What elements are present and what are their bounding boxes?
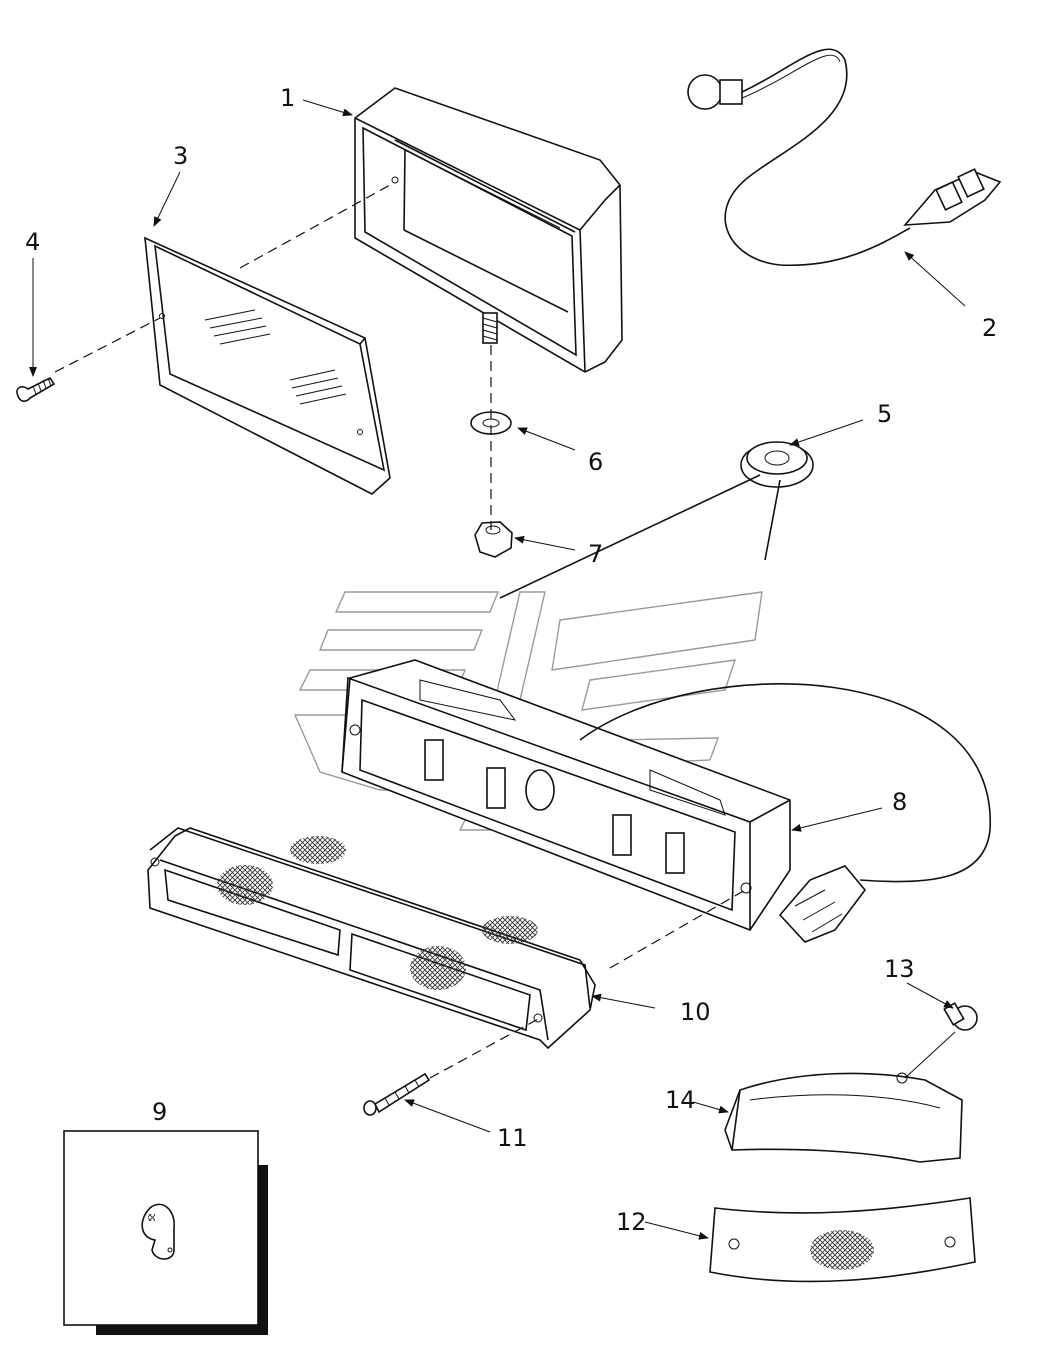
leader-arrows xyxy=(29,99,966,1240)
part-4-screw xyxy=(16,376,56,402)
part-5-grommet xyxy=(740,441,814,488)
callout-4: 4 xyxy=(25,228,40,256)
part-9-bulb-inset xyxy=(63,1130,268,1335)
callout-13: 13 xyxy=(884,955,915,983)
part-13-bulb xyxy=(943,1002,978,1031)
callout-9: 9 xyxy=(152,1098,167,1126)
part-12-marker-lens xyxy=(709,1197,976,1283)
part-1-lamp-housing xyxy=(354,87,623,373)
part-2-bulb-harness xyxy=(687,48,1002,267)
rear-lamp-connector xyxy=(778,865,867,943)
callout-14: 14 xyxy=(665,1086,696,1114)
part-14-marker-lamp xyxy=(724,1072,963,1163)
callout-7: 7 xyxy=(588,540,603,568)
harness-connector xyxy=(903,168,1002,226)
callout-10: 10 xyxy=(680,998,711,1026)
part-7-nut xyxy=(474,521,513,558)
part-10-rear-lens xyxy=(147,827,596,1050)
callout-8: 8 xyxy=(892,788,907,816)
callouts: 1 2 3 4 5 6 7 8 9 10 11 12 13 14 xyxy=(25,84,997,1236)
assembly-lines xyxy=(54,184,956,1079)
part-3-lens xyxy=(144,236,391,495)
callout-3: 3 xyxy=(173,142,188,170)
callout-11: 11 xyxy=(497,1124,528,1152)
callout-5: 5 xyxy=(877,400,892,428)
callout-1: 1 xyxy=(280,84,295,112)
mounting-stud xyxy=(482,312,498,344)
callout-2: 2 xyxy=(982,314,997,342)
callout-12: 12 xyxy=(616,1208,647,1236)
part-11-screw xyxy=(363,1072,431,1116)
callout-6: 6 xyxy=(588,448,603,476)
part-8-rear-lamp-housing xyxy=(341,659,991,943)
